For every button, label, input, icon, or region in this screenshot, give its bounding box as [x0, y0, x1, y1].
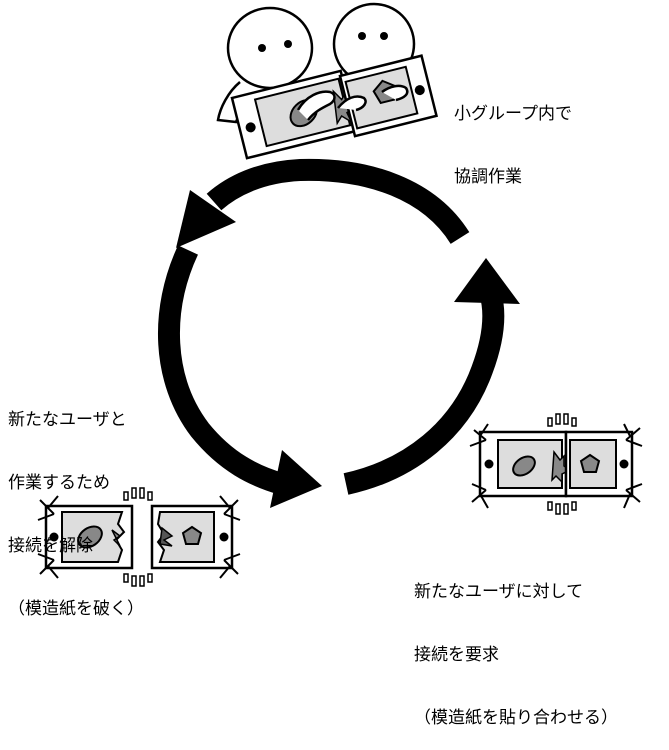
rotate-arrow-icon	[158, 158, 505, 495]
tablet-icon	[338, 54, 439, 138]
blob-shape-icon	[512, 455, 536, 477]
disconnect-label: 新たなユーザと 作業するため 接続を解除 （模造紙を破く）	[8, 410, 144, 619]
tablet-icon	[150, 504, 234, 570]
disconnect-illustration	[37, 487, 241, 587]
arrow-heads	[176, 190, 520, 508]
collaboration-illustration	[216, 2, 439, 160]
connect-label: 新たなユーザに対して 接続を要求 （模造紙を貼り合わせる）	[414, 582, 618, 728]
cycle-diagram	[37, 2, 643, 587]
tablet-icon	[564, 430, 634, 498]
collaborate-label: 小グループ内で 協調作業	[454, 104, 572, 187]
pentagon-shape-icon	[181, 525, 203, 545]
pentagon-shape-icon	[579, 453, 601, 473]
tablet-icon	[44, 504, 134, 570]
blob-shape-icon	[77, 525, 103, 549]
tablet-icon	[478, 430, 572, 498]
connect-illustration	[469, 413, 643, 515]
star-burst-icon	[111, 529, 122, 547]
